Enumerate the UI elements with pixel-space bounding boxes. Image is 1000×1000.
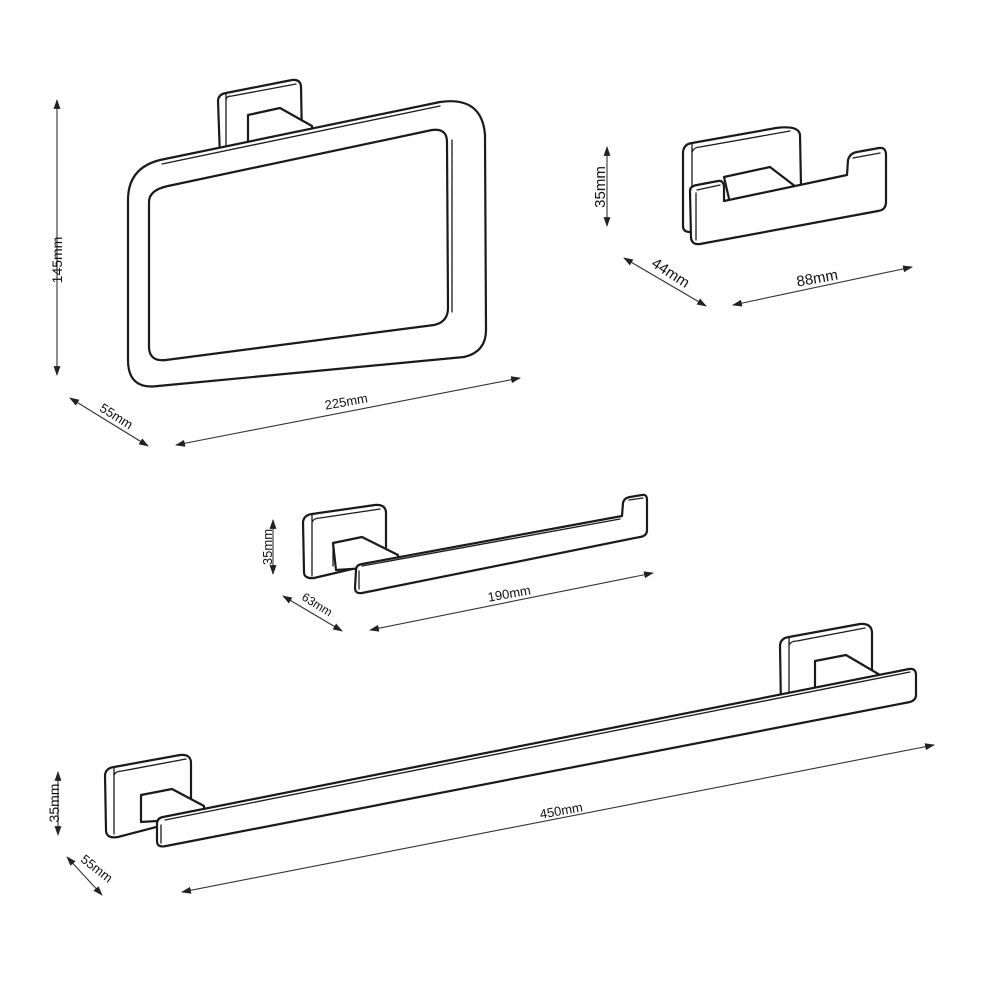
paper-holder-width-label: 190mm <box>487 582 532 604</box>
towel-bar-width-label: 450mm <box>539 799 584 821</box>
towel-bar-drawing <box>103 622 918 848</box>
towel-bar-depth-label: 55mm <box>78 851 116 885</box>
towel-ring-drawing <box>126 78 488 388</box>
towel-ring-depth-label: 55mm <box>97 400 136 432</box>
towel-bar-height-label: 35mm <box>46 784 62 823</box>
double-hook-drawing <box>681 126 888 246</box>
paper-holder-height-label: 35mm <box>260 529 275 565</box>
double-hook-width-label: 88mm <box>795 267 839 291</box>
double-hook-depth-label: 44mm <box>648 255 692 292</box>
paper-holder-drawing <box>301 493 649 595</box>
towel-ring-width-label: 225mm <box>324 390 369 412</box>
towel-ring-height-label: 145mm <box>49 237 65 284</box>
double-hook-height-label: 35mm <box>592 166 609 208</box>
paper-holder-depth-label: 63mm <box>299 590 335 620</box>
